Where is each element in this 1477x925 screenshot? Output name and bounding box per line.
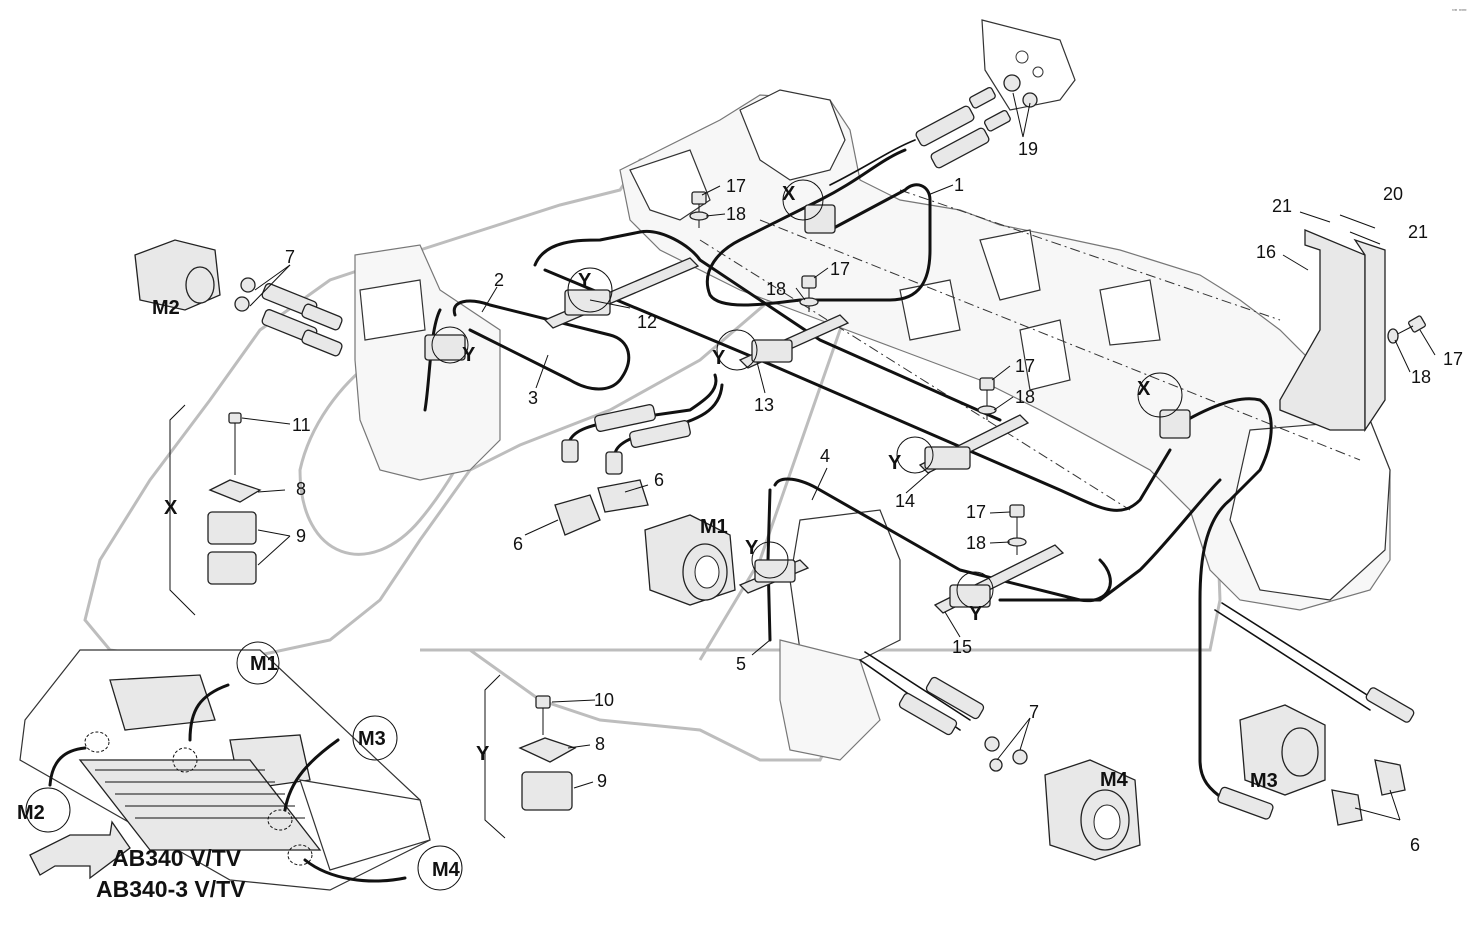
callout-10: 10: [594, 690, 614, 710]
callout-18: 18: [1015, 387, 1035, 407]
callout-18: 18: [726, 204, 746, 224]
motor-labels: M2 M1 M4 M3 M1 M3 M2 M4: [17, 297, 1278, 881]
model-line-2: AB340-3 V/TV: [96, 876, 246, 902]
callout-20: 20: [1383, 184, 1403, 204]
overview-label-m4: M4: [432, 859, 461, 881]
leader-lines: [241, 92, 1436, 821]
callout-3: 3: [528, 388, 538, 408]
detail-y-key: Y: [476, 743, 490, 765]
motor-label-m2: M2: [152, 297, 180, 319]
callout-6: 6: [513, 534, 523, 554]
callout-17: 17: [726, 176, 746, 196]
overview-label-m1: M1: [250, 653, 278, 675]
callout-9: 9: [597, 771, 607, 791]
callout-7: 7: [285, 247, 295, 267]
callout-7: 7: [1029, 702, 1039, 722]
callout-18: 18: [966, 533, 986, 553]
callout-17: 17: [830, 259, 850, 279]
detail-circles: [25, 179, 1183, 891]
callout-15: 15: [952, 637, 972, 657]
corner-mark: ▫▫ ▫▫▫: [1452, 7, 1466, 14]
motor-label-m3: M3: [1250, 770, 1278, 792]
detail-x-right: X: [1137, 378, 1151, 400]
detail-x-key: X: [164, 497, 178, 519]
detail-y-clamp-stack: [484, 674, 577, 839]
callout-6: 6: [1410, 835, 1420, 855]
motor-housings: [134, 239, 1326, 861]
callout-13: 13: [754, 395, 774, 415]
callout-4: 4: [820, 446, 830, 466]
callout-1: 1: [954, 175, 964, 195]
callout-16: 16: [1256, 242, 1276, 262]
detail-y-mid: Y: [712, 347, 726, 369]
callout-5: 5: [736, 654, 746, 674]
overview-label-m3: M3: [358, 728, 386, 750]
hose-fittings: [234, 74, 1415, 826]
callout-18: 18: [1411, 367, 1431, 387]
callout-12: 12: [637, 312, 657, 332]
detail-labels: X X X Y Y Y Y Y Y Y: [164, 183, 1151, 765]
callout-14: 14: [895, 491, 915, 511]
callout-21: 21: [1408, 222, 1428, 242]
callout-18: 18: [766, 279, 786, 299]
part-callouts: 1 2 3 4 5 6 6 6 7 7 8 8 9 9 10 11 12 13 …: [285, 139, 1463, 855]
detail-y-center: Y: [888, 452, 902, 474]
callout-9: 9: [296, 526, 306, 546]
motor-label-m4: M4: [1100, 769, 1129, 791]
callout-17: 17: [1443, 349, 1463, 369]
callout-8: 8: [595, 734, 605, 754]
callout-17: 17: [1015, 356, 1035, 376]
overview-label-m2: M2: [17, 802, 45, 824]
callout-21: 21: [1272, 196, 1292, 216]
callout-11: 11: [292, 415, 311, 435]
detail-y-low: Y: [745, 537, 759, 559]
detail-x-top: X: [782, 183, 796, 205]
model-designation: AB340 V/TV AB340-3 V/TV: [96, 845, 246, 902]
callout-6: 6: [654, 470, 664, 490]
machine-overview: [19, 649, 431, 891]
motor-label-m1: M1: [700, 516, 728, 538]
model-line-1: AB340 V/TV: [112, 845, 242, 871]
callout-8: 8: [296, 479, 306, 499]
detail-y-top: Y: [578, 270, 592, 292]
detail-y-left: Y: [462, 344, 476, 366]
detail-x-clamp-stack: [169, 404, 262, 616]
callout-17: 17: [966, 502, 986, 522]
callout-19: 19: [1018, 139, 1038, 159]
detail-y-right: Y: [969, 603, 983, 625]
bracket-assembly: [1279, 211, 1386, 433]
callout-2: 2: [494, 270, 504, 290]
